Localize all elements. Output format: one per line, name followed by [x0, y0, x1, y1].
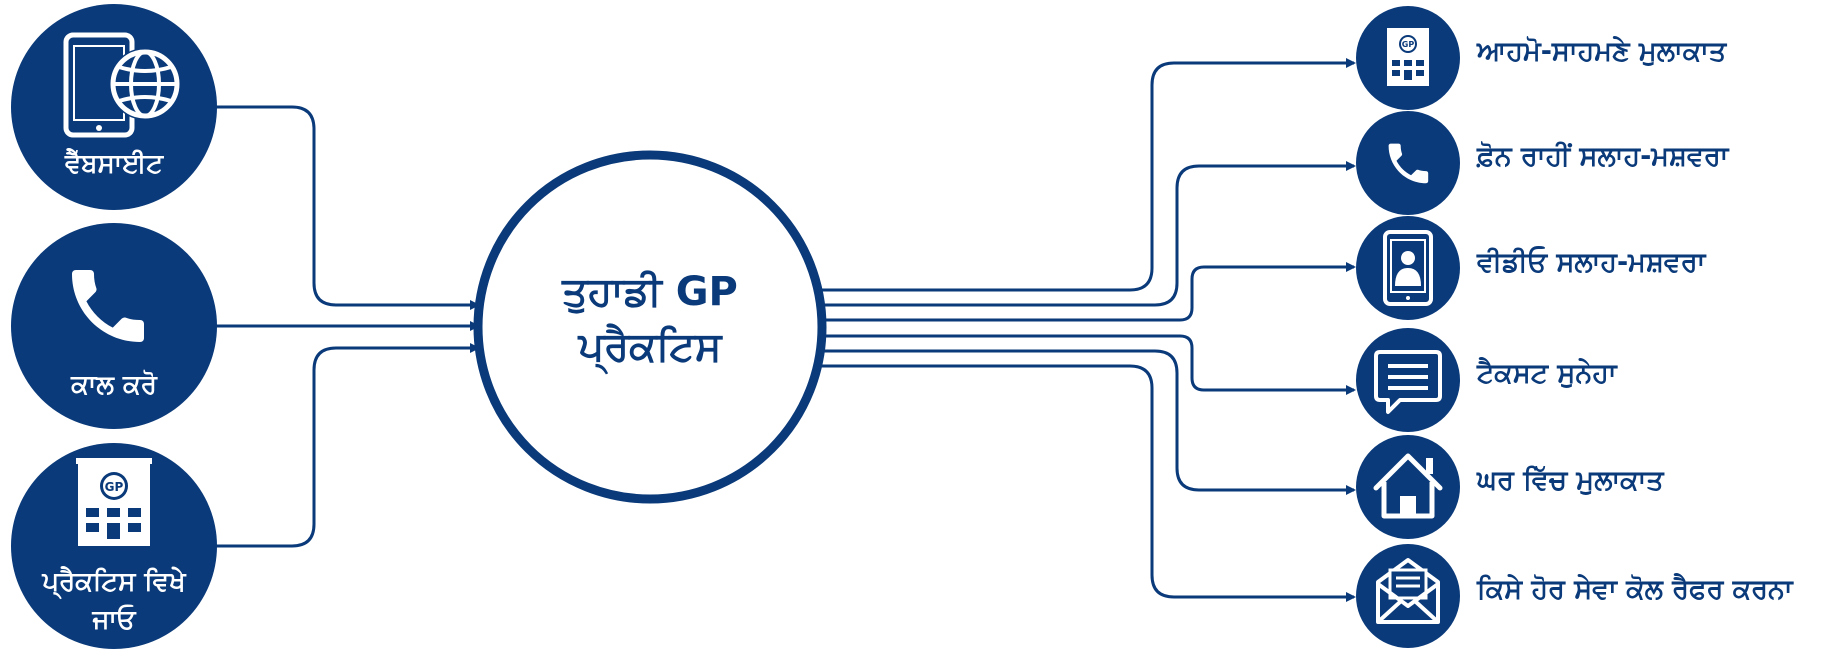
input-website: ਵੈੱਬਸਾਈਟ	[11, 4, 217, 210]
gp-badge-text: GP	[105, 480, 124, 494]
input-call-label: ਕਾਲ ਕਰੋ	[70, 369, 158, 400]
phone-icon	[1388, 143, 1429, 184]
connector-video	[820, 262, 1356, 322]
connector-phone	[820, 161, 1356, 307]
video-tablet-icon	[1383, 230, 1433, 306]
message-bubble-icon	[1374, 350, 1442, 414]
output-phone-label: ਫ਼ੋਨ ਰਾਹੀਂ ਸਲਾਹ-ਮਸ਼ਵਰਾ	[1476, 140, 1730, 172]
center-title-line2: ਪ੍ਰੈਕਟਿਸ	[577, 323, 722, 374]
phone-icon	[72, 270, 144, 342]
connector-website	[214, 105, 480, 310]
output-video: ਵੀਡੀਓ ਸਲਾਹ-ਮਸ਼ਵਰਾ	[1356, 216, 1707, 320]
output-face-to-face-label: ਆਹਮੋ-ਸਾਹਮਣੇ ਮੁਲਾਕਾਤ	[1476, 35, 1728, 67]
connector-home	[820, 349, 1356, 495]
output-phone: ਫ਼ੋਨ ਰਾਹੀਂ ਸਲਾਹ-ਮਸ਼ਵਰਾ	[1356, 111, 1730, 215]
output-video-label: ਵੀਡੀਓ ਸਲਾਹ-ਮਸ਼ਵਰਾ	[1476, 246, 1707, 278]
house-icon	[1373, 453, 1443, 519]
tablet-globe-icon	[63, 32, 181, 138]
input-visit-label-line1: ਪ੍ਰੈਕਟਿਸ ਵਿਖੇ	[41, 565, 187, 600]
connector-visit	[214, 343, 480, 548]
gp-building-icon: GP	[76, 458, 152, 546]
input-visit-label-line2: ਜਾਓ	[91, 603, 136, 635]
output-referral: ਕਿਸੇ ਹੋਰ ਸੇਵਾ ਕੋਲ ਰੈਫਰ ਕਰਨਾ	[1356, 544, 1794, 648]
input-connectors	[214, 105, 480, 548]
output-face-to-face: GP ਆਹਮੋ-ਸਾਹਮਣੇ ਮੁਲਾਕਾਤ	[1356, 6, 1728, 110]
connector-referral	[820, 364, 1356, 602]
output-text-label: ਟੈਕਸਟ ਸੁਨੇਹਾ	[1476, 357, 1618, 389]
output-home-label: ਘਰ ਵਿੱਚ ਮੁਲਾਕਾਤ	[1476, 465, 1665, 496]
gp-practice-center: ਤੁਹਾਡੀ GP ਪ੍ਰੈਕਟਿਸ	[473, 150, 827, 504]
input-website-label: ਵੈੱਬਸਾਈਟ	[64, 147, 164, 179]
center-title-line1: ਤੁਹਾਡੀ GP	[561, 269, 738, 315]
output-referral-label: ਕਿਸੇ ਹੋਰ ਸੇਵਾ ਕੋਲ ਰੈਫਰ ਕਰਨਾ	[1476, 573, 1794, 605]
output-connectors	[820, 58, 1356, 602]
gp-badge-text: GP	[1402, 40, 1415, 49]
connector-face-to-face	[820, 58, 1356, 292]
envelope-icon	[1376, 558, 1440, 624]
output-text: ਟੈਕਸਟ ਸੁਨੇਹਾ	[1356, 328, 1618, 432]
input-visit: GP ਪ੍ਰੈਕਟਿਸ ਵਿਖੇ ਜਾਓ	[11, 443, 217, 649]
output-home: ਘਰ ਵਿੱਚ ਮੁਲਾਕਾਤ	[1356, 435, 1665, 539]
connector-text	[820, 334, 1356, 395]
gp-building-icon: GP	[1387, 28, 1429, 86]
input-call: ਕਾਲ ਕਰੋ	[11, 223, 217, 429]
